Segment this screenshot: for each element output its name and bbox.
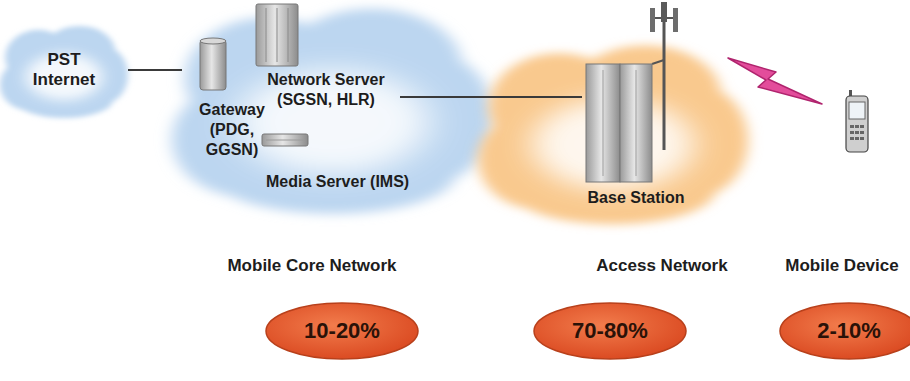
media-server-icon (262, 134, 308, 146)
network-link (400, 96, 582, 98)
percentage-label: 70-80% (533, 318, 687, 344)
antenna-panel (650, 8, 655, 32)
phone-screen (849, 102, 865, 119)
network-link (128, 69, 182, 71)
phone-icon (846, 90, 868, 152)
media-server: Media Server (IMS) (254, 124, 438, 194)
cabinet-seam (636, 70, 637, 176)
node-label: Base Station (582, 188, 690, 208)
antenna-panel (661, 2, 667, 22)
region-heading: Mobile Device (780, 256, 904, 276)
mobile-device: Mobile Device (838, 88, 878, 160)
share-ellipse: 70-80% (533, 302, 687, 360)
server-groove (288, 8, 289, 62)
region-heading: Access Network (572, 256, 752, 276)
phone-body (846, 96, 868, 152)
base-station: Base Station (582, 0, 690, 216)
antenna-panel (673, 8, 678, 32)
server-top (200, 38, 226, 44)
ellipse-shape (266, 303, 418, 359)
node-label: Network Server (SGSN, HLR) (256, 70, 396, 110)
region-heading: Mobile Core Network (222, 256, 402, 276)
wireless-bolt (728, 58, 822, 104)
server-body (200, 40, 226, 90)
server-groove (277, 8, 278, 62)
share-ellipse: 10-20% (265, 302, 419, 360)
cloud-highlight (532, 99, 694, 190)
equipment-cabinet (586, 64, 620, 182)
network-server-icon (256, 4, 298, 66)
server-slot (266, 140, 304, 141)
cabinet-seam (603, 70, 604, 176)
tower-pole (663, 6, 666, 150)
cloud-highlight (236, 70, 429, 175)
core-network-cloud: Gateway (PDG, GGSN)Network Server (SGSN,… (172, 0, 494, 218)
internet-cloud: PST Internet (0, 22, 128, 120)
gateway-server: Gateway (PDG, GGSN) (182, 34, 282, 142)
percentage-label: 10-20% (265, 318, 419, 344)
ellipse-shape (780, 303, 910, 359)
node-label: PST Internet (20, 50, 108, 90)
server-body (262, 134, 308, 146)
share-ellipse: 2-10% (779, 302, 910, 360)
access-network-cloud: Base StationAccess Network (478, 38, 748, 228)
server-groove (266, 8, 267, 62)
ellipse-shape (534, 303, 686, 359)
equipment-cabinet (620, 64, 652, 182)
cloud-lobe (510, 156, 715, 224)
node-label: Gateway (PDG, GGSN) (182, 100, 282, 160)
percentage-label: 2-10% (779, 318, 910, 344)
server-body (256, 4, 298, 66)
gateway-icon (200, 38, 226, 90)
node-label: Media Server (IMS) (266, 172, 409, 192)
network-server: Network Server (SGSN, HLR) (252, 2, 400, 114)
phone-keys (850, 125, 864, 140)
